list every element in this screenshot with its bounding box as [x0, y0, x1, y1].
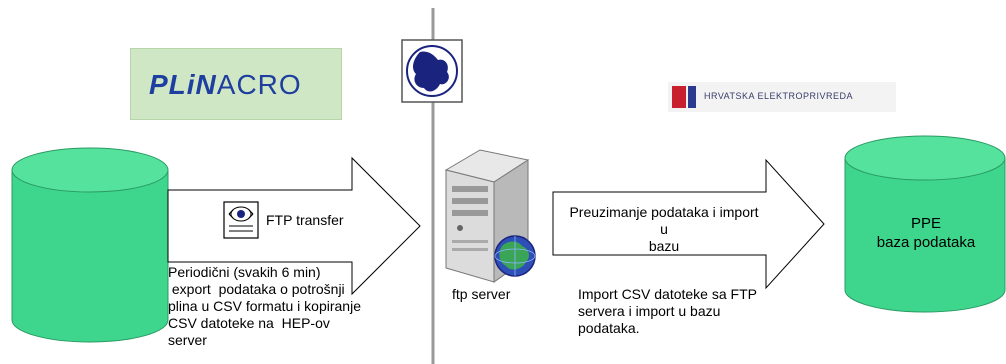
right-description-line: servera i import u bazu — [578, 303, 721, 319]
right-description: Import CSV datoteke sa FTP servera i imp… — [578, 286, 808, 337]
left-description-line: plina u CSV formatu i kopiranje — [168, 298, 361, 314]
right-database — [844, 135, 1006, 313]
hep-logo-mark-red — [672, 86, 686, 108]
right-database-label: PPE baza podataka — [848, 214, 1004, 252]
plinacro-logo-wordmark: PLiNACRO — [149, 69, 302, 101]
right-database-label-line2: baza podataka — [876, 234, 976, 251]
plinacro-logo: PLiNACRO — [130, 48, 342, 120]
plinacro-logo-text-acro: ACRO — [216, 69, 302, 100]
right-arrow-label-line2: bazu — [648, 238, 680, 254]
right-description-line: podataka. — [578, 320, 640, 336]
network-globe-icon — [494, 235, 536, 277]
left-arrow — [167, 156, 421, 296]
left-description-line: CSV datoteke na HEP-ov — [168, 315, 330, 331]
server-label: ftp server — [452, 286, 511, 302]
hep-logo: HRVATSKA ELEKTROPRIVREDA — [668, 82, 896, 112]
left-description-line: Periodični (svakih 6 min) — [168, 264, 321, 280]
right-arrow-label: Preuzimanje podataka i import u bazu — [566, 204, 762, 255]
right-database-label-line1: PPE — [910, 215, 941, 232]
ftp-document-icon — [223, 201, 259, 239]
hep-logo-mark-blue — [688, 86, 696, 108]
left-arrow-label: FTP transfer — [266, 212, 344, 228]
right-arrow — [552, 158, 825, 290]
left-description-line: server — [168, 332, 207, 348]
left-description-line: export podataka o potrošnji — [168, 281, 345, 297]
globe-icon — [401, 39, 463, 103]
plinacro-logo-text-plin: PLiN — [149, 69, 217, 100]
right-arrow-label-line1: Preuzimanje podataka i import u — [569, 204, 759, 237]
hep-logo-text: HRVATSKA ELEKTROPRIVREDA — [704, 91, 854, 101]
left-database — [11, 147, 169, 343]
right-description-line: Import CSV datoteke sa FTP — [578, 286, 757, 302]
left-description: Periodični (svakih 6 min) export podatak… — [168, 264, 398, 349]
